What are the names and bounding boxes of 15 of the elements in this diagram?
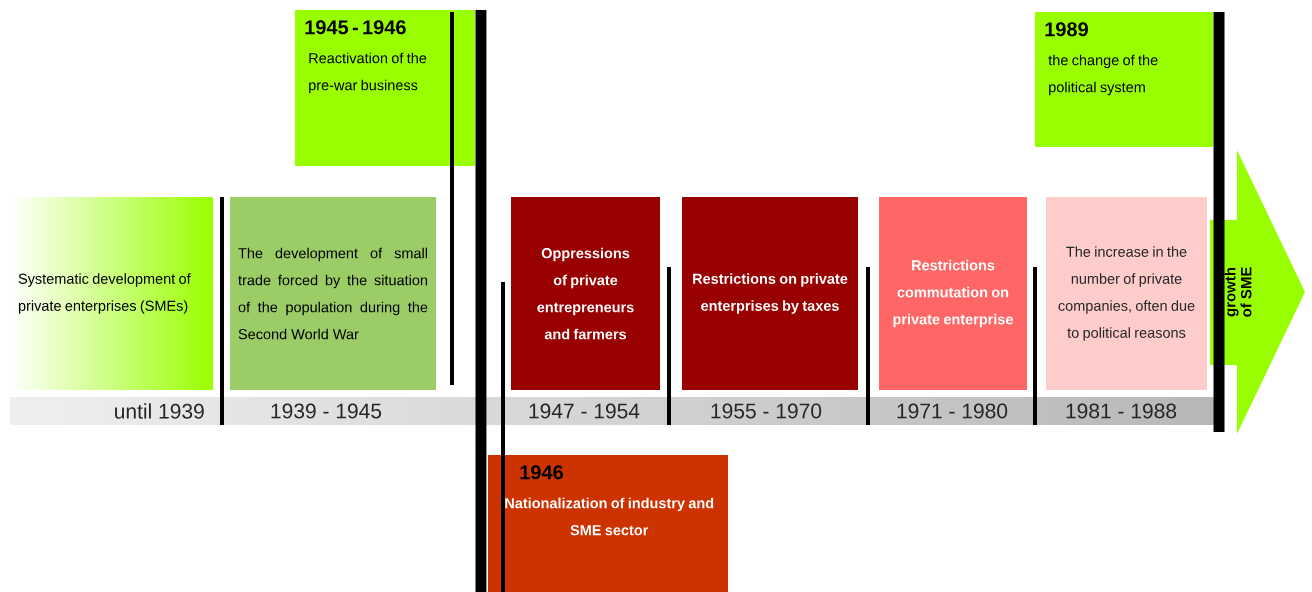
period-label: 1947 - 1954 bbox=[529, 403, 640, 419]
event-box: Systematic development of private enterprises (SMEs) bbox=[10, 197, 213, 390]
period-label: 1971 - 1980 bbox=[897, 403, 1008, 419]
event-box: Restrictions on private enterprises by taxes bbox=[682, 197, 858, 390]
event-box: 1946 Nationalization of industry and SME sector bbox=[488, 455, 728, 592]
event-box: The development of small trade forced by the situation of the population during the Second World War bbox=[230, 197, 436, 390]
period-label: until 1939 bbox=[115, 403, 204, 419]
period-label: 1955 - 1970 bbox=[711, 403, 822, 419]
event-box: 1989 the change of the political system bbox=[1035, 12, 1213, 147]
event-box: The increase in the number of private companies, often due to political reasons bbox=[1046, 197, 1207, 390]
period-label: 1981 - 1988 bbox=[1066, 403, 1177, 419]
period-label: 1939 - 1945 bbox=[271, 403, 382, 419]
event-box: Restrictions commutation on private enterprise bbox=[879, 197, 1027, 390]
event-box: 1945 - 1946 Reactivation of the pre-war business bbox=[295, 10, 475, 166]
event-box: Oppressions of private entrepreneurs and farmers bbox=[511, 197, 660, 390]
